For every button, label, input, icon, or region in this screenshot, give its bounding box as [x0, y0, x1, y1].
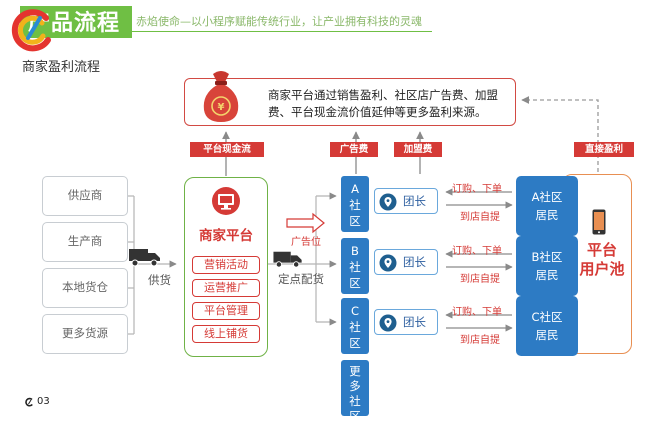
direct-profit-tag: 直接盈利 — [574, 142, 634, 157]
resident-b-name: B社区 — [531, 250, 563, 264]
leader-a-label: 团长 — [403, 194, 426, 208]
merchant-item-marketing: 营销活动 — [192, 256, 260, 274]
user-pool-line1: 平台 — [586, 241, 617, 259]
leader-c-label: 团长 — [403, 315, 426, 329]
community-b-label: 社区 — [349, 260, 361, 290]
revenue-description: 商家平台通过销售盈利、社区店广告费、加盟费、平台现金流价值延伸等更多盈利来源。 — [268, 88, 498, 119]
resident-a-name: A社区 — [531, 190, 563, 204]
cash-flow-tag: 平台现金流 — [190, 142, 264, 157]
header-divider — [132, 31, 432, 32]
merchant-platform-title: 商家平台 — [199, 228, 253, 244]
community-b-box: B 社区 — [341, 238, 369, 294]
resident-c-name: C社区 — [531, 310, 563, 324]
location-pin-icon — [379, 314, 397, 332]
resident-b-box: B社区 居民 — [516, 236, 578, 296]
location-pin-icon — [379, 254, 397, 272]
producer-box: 生产商 — [42, 222, 128, 262]
supply-label: 供货 — [148, 273, 171, 287]
more-communities-label: 更多社区 — [349, 364, 361, 421]
footer-logo-icon — [25, 397, 33, 407]
community-c-letter: C — [350, 304, 360, 318]
page-number: 03 — [37, 396, 50, 407]
slogan: 赤焰使命—以小程序赋能传统行业，让产业拥有科技的灵魂 — [136, 15, 422, 28]
more-sources-box: 更多货源 — [42, 314, 128, 354]
leader-c-box: 团长 — [374, 309, 438, 335]
merchant-item-promotion: 运营推广 — [192, 279, 260, 297]
order-label-a: 订购、下单 — [452, 184, 502, 195]
leader-b-box: 团长 — [374, 249, 438, 275]
community-c-label: 社区 — [349, 320, 361, 350]
delivery-truck-icon — [273, 251, 302, 268]
user-pool-line2: 用户池 — [579, 260, 625, 278]
company-logo-icon — [11, 9, 51, 52]
community-a-letter: A — [351, 182, 359, 196]
svg-text:¥: ¥ — [218, 102, 225, 113]
ad-slot-label: 广告位 — [291, 237, 321, 248]
revenue-box — [184, 78, 516, 126]
more-communities-box: 更多社区 — [341, 360, 369, 421]
pickup-label-a: 到店自提 — [460, 212, 500, 223]
user-pool-title: 平台 用户池 — [578, 241, 626, 279]
ad-fee-tag: 广告费 — [330, 142, 378, 157]
community-c-box: C 社区 — [341, 298, 369, 354]
community-b-letter: B — [351, 244, 359, 258]
order-label-c: 订购、下单 — [452, 307, 502, 318]
resident-b-role: 居民 — [535, 268, 559, 282]
phone-icon — [592, 209, 606, 235]
supplier-box: 供应商 — [42, 176, 128, 216]
monitor-icon — [212, 187, 240, 215]
location-pin-icon — [379, 193, 397, 211]
franchise-fee-tag: 加盟费 — [394, 142, 442, 157]
community-a-box: A 社区 — [341, 176, 369, 232]
distribution-label: 定点配货 — [278, 272, 324, 286]
resident-c-role: 居民 — [535, 328, 559, 342]
resident-a-box: A社区 居民 — [516, 176, 578, 236]
leader-a-box: 团长 — [374, 188, 438, 214]
pickup-label-b: 到店自提 — [460, 274, 500, 285]
leader-b-label: 团长 — [403, 255, 426, 269]
resident-c-box: C社区 居民 — [516, 296, 578, 356]
resident-a-role: 居民 — [535, 208, 559, 222]
truck-icon — [129, 249, 160, 267]
merchant-item-listing: 线上铺货 — [192, 325, 260, 343]
local-warehouse-box: 本地货仓 — [42, 268, 128, 308]
pickup-label-c: 到店自提 — [460, 335, 500, 346]
order-label-b: 订购、下单 — [452, 246, 502, 257]
community-a-label: 社区 — [349, 198, 361, 228]
merchant-item-management: 平台管理 — [192, 302, 260, 320]
section-subtitle: 商家盈利流程 — [22, 60, 101, 75]
money-bag-icon: ¥ — [203, 71, 239, 122]
